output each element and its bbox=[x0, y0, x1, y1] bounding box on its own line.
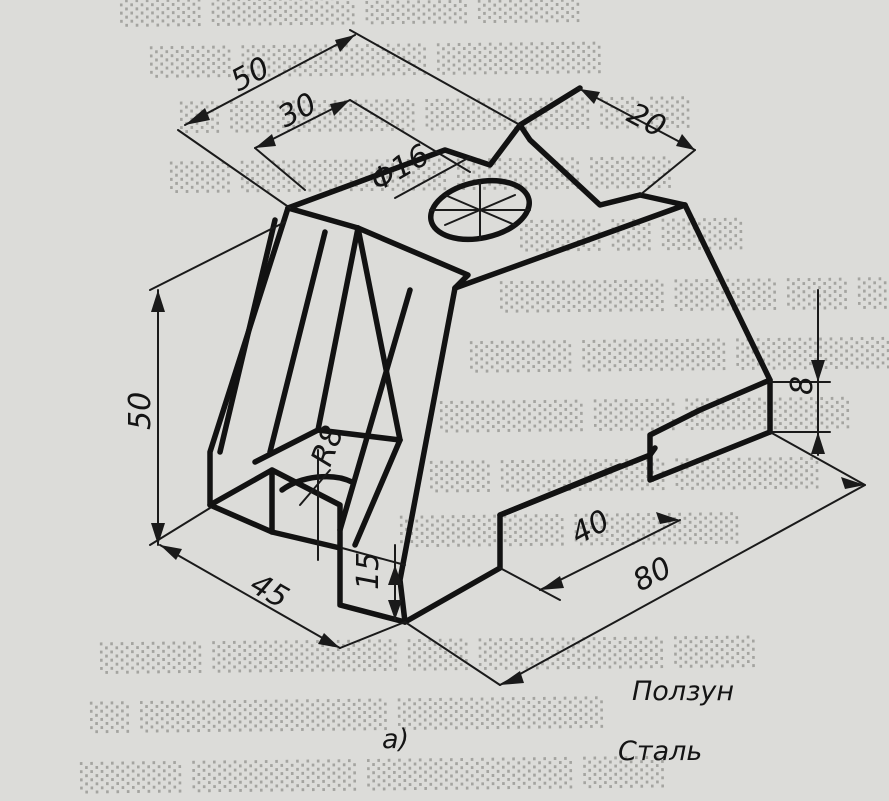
dim-15-slot: 15 bbox=[351, 552, 386, 590]
dimension-arrows bbox=[151, 35, 865, 685]
dim-r8: R8 bbox=[305, 421, 352, 470]
part-name: Ползун bbox=[632, 676, 734, 707]
dim-50-left: 50 bbox=[123, 392, 158, 430]
dim-8-right: 8 bbox=[785, 376, 820, 395]
dim-30-top: 30 bbox=[272, 86, 322, 135]
dim-20-top: 20 bbox=[621, 96, 671, 145]
dim-40: 40 bbox=[565, 503, 615, 552]
dim-50-top: 50 bbox=[225, 50, 275, 99]
dim-45-front: 45 bbox=[244, 567, 295, 616]
material-label: Сталь bbox=[618, 736, 702, 767]
figure-label: a) bbox=[382, 724, 409, 755]
part-outline bbox=[207, 85, 773, 625]
dim-hole-diameter: Φ16 bbox=[365, 138, 436, 199]
